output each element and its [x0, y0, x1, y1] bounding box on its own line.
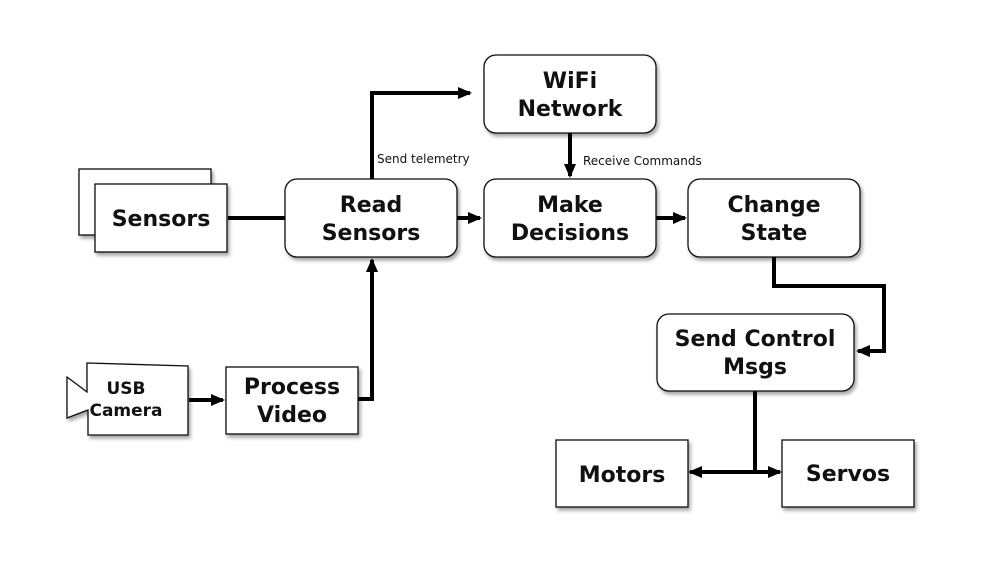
send-control-msgs-label-line1: Send Control: [675, 327, 836, 352]
wifi-network-label-line1: WiFi: [543, 69, 597, 94]
send-control-msgs-label-line2: Msgs: [723, 355, 787, 380]
edge-change-state-to-send-control: [772, 257, 886, 357]
usb-camera-label-line1: USB: [106, 379, 145, 399]
edge-process-video-to-read-sensors: [358, 258, 378, 401]
make-decisions-box: [483, 178, 657, 258]
make-decisions-label-line1: Make: [537, 193, 603, 218]
servos-label: Servos: [806, 462, 890, 487]
edge-label-receive-commands: Receive Commands: [583, 154, 702, 168]
node-usb-camera[interactable]: USB Camera: [66, 362, 189, 436]
edge-label-send-telemetry: Send telemetry: [377, 152, 470, 166]
process-video-label-line1: Process: [244, 375, 340, 400]
motors-label: Motors: [579, 463, 666, 488]
node-send-control-msgs[interactable]: Send Control Msgs: [656, 313, 855, 392]
read-sensors-label-line1: Read: [340, 193, 402, 218]
camera-icon: [66, 362, 189, 436]
process-video-box: [225, 366, 359, 435]
node-make-decisions[interactable]: Make Decisions: [483, 178, 657, 258]
read-sensors-label-line2: Sensors: [322, 221, 421, 246]
node-change-state[interactable]: Change State: [687, 178, 861, 258]
node-process-video[interactable]: Process Video: [225, 366, 359, 435]
process-video-label-line2: Video: [257, 403, 327, 428]
wifi-network-label-line2: Network: [518, 97, 624, 122]
node-read-sensors[interactable]: Read Sensors: [284, 178, 458, 258]
change-state-label-line2: State: [741, 221, 808, 246]
edge-read-sensors-to-wifi: [370, 87, 472, 181]
node-motors[interactable]: Motors: [555, 439, 689, 508]
sensors-front-page: [94, 183, 228, 253]
wifi-network-box: [483, 54, 657, 134]
read-sensors-box: [284, 178, 458, 258]
sensors-label: Sensors: [112, 207, 211, 232]
motors-box: [555, 439, 689, 508]
change-state-label-line1: Change: [728, 193, 821, 218]
make-decisions-label-line2: Decisions: [511, 221, 629, 246]
servos-box: [781, 439, 915, 508]
node-servos[interactable]: Servos: [781, 439, 915, 508]
node-sensors[interactable]: Sensors: [78, 168, 228, 253]
send-control-msgs-box: [656, 313, 855, 392]
node-wifi-network[interactable]: WiFi Network: [483, 54, 657, 134]
connectors: [189, 87, 886, 478]
change-state-box: [687, 178, 861, 258]
usb-camera-label-line2: Camera: [89, 401, 162, 421]
